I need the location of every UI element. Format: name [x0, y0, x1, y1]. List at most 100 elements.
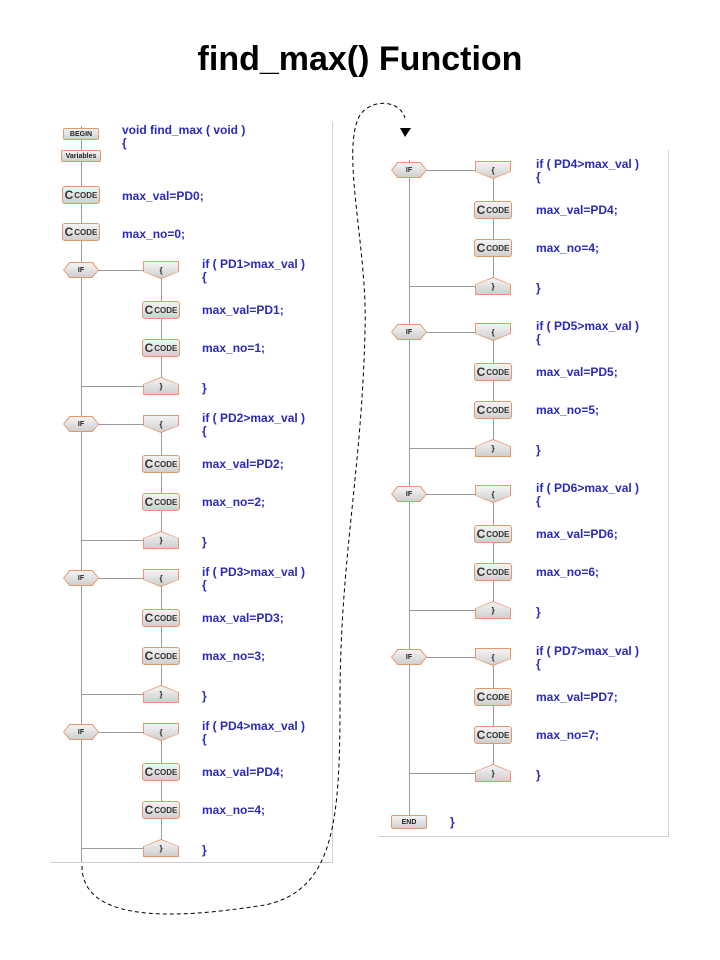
- right-if-3-close-block-label: }: [476, 602, 510, 618]
- init-stmt-1: max_val=PD0;: [122, 189, 204, 203]
- left-if-1-close-brace: }: [202, 381, 207, 395]
- right-if-2-open-brace: {: [536, 332, 541, 346]
- right-if-3-close-brace: }: [536, 605, 541, 619]
- right-if-2-stmt-1: max_val=PD5;: [536, 365, 618, 379]
- left-if-3-stmt-2: max_no=3;: [202, 649, 266, 663]
- right-if-3-open-brace: {: [536, 494, 541, 508]
- init-stmt-2: max_no=0;: [122, 227, 186, 241]
- left-if-4-close-block-label: }: [144, 840, 178, 856]
- right-if-3-close-block: }: [475, 601, 511, 619]
- code-block-label: CODE: [486, 692, 510, 702]
- left-if-2-open-brace: {: [202, 424, 207, 438]
- left-if-3-open-brace: {: [202, 578, 207, 592]
- left-if-2-merge-line: [81, 540, 161, 541]
- left-if-1-condition: if ( PD1>max_val ): [202, 257, 306, 271]
- left-if-1-merge-line: [81, 386, 161, 387]
- right-if-4-stmt-2: max_no=7;: [536, 728, 600, 742]
- right-if-3-inner-trunk: [493, 494, 494, 610]
- right-if-1-branch-line: [409, 170, 493, 171]
- right-if-4-open-brace: {: [536, 657, 541, 671]
- right-if-2-merge-line: [409, 448, 493, 449]
- left-if-4-if-block-label: IF: [64, 725, 98, 739]
- left-if-4-inner-trunk: [161, 732, 162, 848]
- code-block-label: CODE: [154, 343, 178, 353]
- code-block-label: CODE: [74, 190, 98, 200]
- right-if-3-merge-line: [409, 610, 493, 611]
- right-if-1-if-block: IF: [391, 162, 427, 178]
- begin-block: BEGIN: [63, 128, 99, 140]
- left-if-2-close-block: }: [143, 531, 179, 549]
- left-if-2-inner-trunk: [161, 424, 162, 540]
- c-language-icon: C: [144, 611, 154, 625]
- right-if-1-open-brace: {: [536, 170, 541, 184]
- left-if-1-inner-trunk: [161, 270, 162, 386]
- code-block-label: CODE: [486, 567, 510, 577]
- left-if-2-if-block: IF: [63, 416, 99, 432]
- code-block-label: CODE: [486, 205, 510, 215]
- left-if-1-stmt-1: max_val=PD1;: [202, 303, 284, 317]
- right-if-3-if-block-label: IF: [392, 487, 426, 501]
- right-if-2-inner-trunk: [493, 332, 494, 448]
- right-if-3-branch-line: [409, 494, 493, 495]
- right-if-4-if-block-label: IF: [392, 650, 426, 664]
- c-language-icon: C: [144, 649, 154, 663]
- right-if-2-branch-line: [409, 332, 493, 333]
- left-if-2-open-block: {: [143, 415, 179, 433]
- left-if-2-stmt-1: max_val=PD2;: [202, 457, 284, 471]
- left-if-4-open-block: {: [143, 723, 179, 741]
- left-if-4-branch-line: [81, 732, 161, 733]
- right-if-1-stmt-2: max_no=4;: [536, 241, 600, 255]
- left-if-4-if-block: IF: [63, 724, 99, 740]
- left-if-1-close-block: }: [143, 377, 179, 395]
- code-block-label: CODE: [486, 529, 510, 539]
- left-if-2-branch-line: [81, 424, 161, 425]
- right-if-3-if-block: IF: [391, 486, 427, 502]
- left-if-4-open-block-label: {: [144, 724, 178, 740]
- c-language-icon: C: [144, 457, 154, 471]
- left-if-4-condition: if ( PD4>max_val ): [202, 719, 306, 733]
- left-if-4-stmt-1: max_val=PD4;: [202, 765, 284, 779]
- left-if-3-if-block: IF: [63, 570, 99, 586]
- function-close-brace: }: [450, 815, 455, 829]
- left-if-3-open-block: {: [143, 569, 179, 587]
- c-language-icon: C: [476, 403, 486, 417]
- right-if-4-condition: if ( PD7>max_val ): [536, 644, 640, 658]
- c-language-icon: C: [476, 728, 486, 742]
- right-if-4-open-block: {: [475, 648, 511, 666]
- left-if-2-condition: if ( PD2>max_val ): [202, 411, 306, 425]
- left-if-4-stmt-2: max_no=4;: [202, 803, 266, 817]
- right-if-4-inner-trunk: [493, 657, 494, 773]
- code-block-label: CODE: [486, 243, 510, 253]
- c-language-icon: C: [476, 527, 486, 541]
- code-block-label: CODE: [154, 459, 178, 469]
- left-main-trunk: [81, 126, 82, 862]
- code-block-label: CODE: [154, 613, 178, 623]
- right-if-4-merge-line: [409, 773, 493, 774]
- left-if-3-close-block-label: }: [144, 686, 178, 702]
- left-if-2-if-block-label: IF: [64, 417, 98, 431]
- right-if-2-close-brace: }: [536, 443, 541, 457]
- right-if-4-open-block-label: {: [476, 649, 510, 665]
- c-language-icon: C: [476, 241, 486, 255]
- c-language-icon: C: [144, 303, 154, 317]
- right-if-2-if-block-label: IF: [392, 325, 426, 339]
- right-if-1-open-block-label: {: [476, 162, 510, 178]
- left-if-3-branch-line: [81, 578, 161, 579]
- right-if-2-open-block: {: [475, 323, 511, 341]
- right-if-1-if-block-label: IF: [392, 163, 426, 177]
- left-if-1-open-block: {: [143, 261, 179, 279]
- right-if-4-close-block: }: [475, 764, 511, 782]
- right-if-1-stmt-1: max_val=PD4;: [536, 203, 618, 217]
- code-block-label: CODE: [486, 730, 510, 740]
